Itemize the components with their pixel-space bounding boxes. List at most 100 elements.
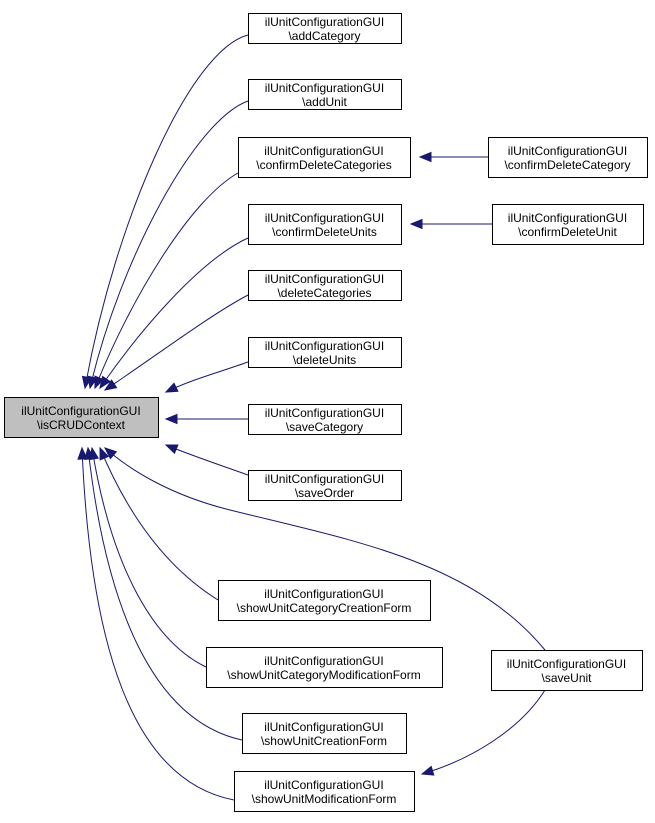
arrowhead xyxy=(84,446,95,460)
edge-line xyxy=(421,689,546,775)
node-box xyxy=(492,204,644,245)
node-class-label: ilUnitConfigurationGUI xyxy=(265,472,384,486)
node-box xyxy=(234,771,415,812)
edge-saveUnit-to-showUnitModificationForm xyxy=(420,689,546,776)
edge-showUnitModificationForm-to-iscrud xyxy=(77,446,235,801)
edge-confirmDeleteUnits-to-iscrud xyxy=(99,237,249,390)
node-addCategory[interactable]: ilUnitConfigurationGUI\addCategory xyxy=(248,13,402,44)
node-box xyxy=(248,404,402,435)
node-box xyxy=(248,470,402,501)
node-method-label: \saveOrder xyxy=(295,486,354,500)
arrowhead xyxy=(94,375,105,390)
node-class-label: ilUnitConfigurationGUI xyxy=(264,587,383,601)
node-method-label: \saveCategory xyxy=(286,420,363,434)
edge-line xyxy=(91,447,207,668)
arrowhead xyxy=(164,382,179,393)
node-saveOrder[interactable]: ilUnitConfigurationGUI\saveOrder xyxy=(248,470,402,501)
arrowhead xyxy=(77,446,88,460)
edge-deleteCategories-to-iscrud xyxy=(103,294,249,391)
node-box xyxy=(248,79,402,110)
edge-line xyxy=(104,447,546,651)
node-class-label: ilUnitConfigurationGUI xyxy=(265,339,384,353)
node-method-label: \deleteCategories xyxy=(277,286,371,300)
edge-addUnit-to-iscrud xyxy=(87,100,249,390)
node-deleteCategories[interactable]: ilUnitConfigurationGUI\deleteCategories xyxy=(248,270,402,301)
edge-showUnitCreationForm-to-iscrud xyxy=(84,446,243,741)
node-class-label: ilUnitConfigurationGUI xyxy=(21,404,140,418)
node-showUnitModificationForm[interactable]: ilUnitConfigurationGUI\showUnitModificat… xyxy=(234,771,415,812)
node-iscrud[interactable]: ilUnitConfigurationGUI\isCRUDContext xyxy=(4,397,159,438)
node-addUnit[interactable]: ilUnitConfigurationGUI\addUnit xyxy=(248,79,402,110)
node-method-label: \confirmDeleteUnit xyxy=(518,225,617,239)
node-box xyxy=(488,137,648,178)
node-method-label: \showUnitModificationForm xyxy=(252,792,397,806)
arrowhead xyxy=(418,151,432,163)
edge-deleteUnits-to-iscrud xyxy=(164,361,249,393)
node-method-label: \confirmDeleteCategories xyxy=(256,158,391,172)
edge-line xyxy=(165,361,249,393)
arrowhead xyxy=(164,413,178,425)
edge-line xyxy=(99,237,249,389)
edge-line xyxy=(84,34,249,389)
node-class-label: ilUnitConfigurationGUI xyxy=(265,211,384,225)
node-saveCategory[interactable]: ilUnitConfigurationGUI\saveCategory xyxy=(248,404,402,435)
node-class-label: ilUnitConfigurationGUI xyxy=(264,144,383,158)
node-box xyxy=(4,397,159,438)
node-box xyxy=(248,13,402,44)
node-box xyxy=(206,647,443,688)
node-confirmDeleteCategory[interactable]: ilUnitConfigurationGUI\confirmDeleteCate… xyxy=(488,137,648,178)
node-method-label: \confirmDeleteCategory xyxy=(504,158,630,172)
node-confirmDeleteUnit[interactable]: ilUnitConfigurationGUI\confirmDeleteUnit xyxy=(492,204,644,245)
node-class-label: ilUnitConfigurationGUI xyxy=(265,15,384,29)
node-confirmDeleteCategories[interactable]: ilUnitConfigurationGUI\confirmDeleteCate… xyxy=(238,137,411,178)
node-confirmDeleteUnits[interactable]: ilUnitConfigurationGUI\confirmDeleteUnit… xyxy=(248,204,402,245)
arrowhead xyxy=(409,218,423,230)
arrowhead xyxy=(99,446,110,461)
node-method-label: \showUnitCategoryCreationForm xyxy=(237,601,412,615)
edge-line xyxy=(165,444,249,476)
node-method-label: \isCRUDContext xyxy=(37,418,126,432)
edge-saveOrder-to-iscrud xyxy=(164,444,249,476)
edge-line xyxy=(87,447,243,741)
node-box xyxy=(248,337,402,368)
edge-line xyxy=(94,172,239,389)
edge-saveCategory-to-iscrud xyxy=(164,413,248,425)
arrowhead xyxy=(103,379,118,391)
arrowhead xyxy=(99,375,111,390)
node-class-label: ilUnitConfigurationGUI xyxy=(508,211,627,225)
node-box xyxy=(248,204,402,245)
node-saveUnit[interactable]: ilUnitConfigurationGUI\saveUnit xyxy=(491,650,643,691)
edge-line xyxy=(104,294,249,391)
edge-addCategory-to-iscrud xyxy=(81,34,249,390)
node-class-label: ilUnitConfigurationGUI xyxy=(507,657,626,671)
node-deleteUnits[interactable]: ilUnitConfigurationGUI\deleteUnits xyxy=(248,337,402,368)
edges-layer xyxy=(77,34,546,801)
node-class-label: ilUnitConfigurationGUI xyxy=(508,144,627,158)
node-method-label: \showUnitCreationForm xyxy=(261,734,387,748)
node-method-label: \confirmDeleteUnits xyxy=(272,225,377,239)
node-class-label: ilUnitConfigurationGUI xyxy=(264,778,383,792)
edge-line xyxy=(81,447,235,801)
node-showUnitCategoryModificationForm[interactable]: ilUnitConfigurationGUI\showUnitCategoryM… xyxy=(206,647,443,688)
arrowhead xyxy=(164,444,179,455)
arrowhead xyxy=(420,765,435,776)
edge-confirmDeleteCategory-to-confirmDeleteCategories xyxy=(418,151,488,163)
node-class-label: ilUnitConfigurationGUI xyxy=(265,406,384,420)
edge-line xyxy=(89,100,249,389)
node-showUnitCategoryCreationForm[interactable]: ilUnitConfigurationGUI\showUnitCategoryC… xyxy=(218,580,431,621)
arrowhead xyxy=(104,447,118,460)
node-method-label: \addUnit xyxy=(302,95,347,109)
node-class-label: ilUnitConfigurationGUI xyxy=(265,272,384,286)
node-showUnitCreationForm[interactable]: ilUnitConfigurationGUI\showUnitCreationF… xyxy=(242,713,407,754)
node-box xyxy=(491,650,643,691)
nodes-layer: ilUnitConfigurationGUI\isCRUDContextilUn… xyxy=(4,13,648,812)
edge-confirmDeleteUnit-to-confirmDeleteUnits xyxy=(409,218,492,230)
node-class-label: ilUnitConfigurationGUI xyxy=(264,654,383,668)
node-method-label: \saveUnit xyxy=(541,671,592,685)
node-class-label: ilUnitConfigurationGUI xyxy=(264,720,383,734)
node-box xyxy=(242,713,407,754)
node-box xyxy=(238,137,411,178)
edge-showUnitCategoryCreationForm-to-iscrud xyxy=(99,446,219,601)
edge-line xyxy=(99,447,219,601)
